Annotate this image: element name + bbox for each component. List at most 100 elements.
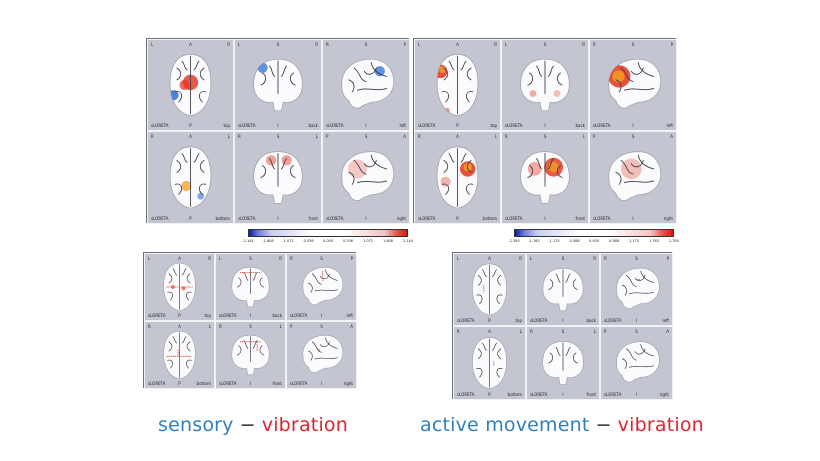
orientation-label: R: [208, 256, 211, 261]
brain-render: [472, 337, 507, 389]
software-label: sLORETA: [604, 318, 622, 323]
sulcus-line: [565, 346, 571, 357]
software-label: sLORETA: [326, 123, 344, 128]
caption-left-baseline: vibration: [261, 414, 348, 436]
sulcus-line: [496, 368, 503, 378]
sulcus-line: [289, 165, 296, 178]
sulcus-line: [236, 277, 242, 288]
colorbar-tick-label: -2.350: [508, 239, 520, 243]
sulcus-line: [186, 273, 191, 284]
activation-blob: [553, 90, 561, 98]
sulcus-line: [363, 67, 377, 75]
caption-left: sensory−vibration: [158, 414, 348, 436]
orientation-label: P: [488, 392, 491, 397]
sulcus-line: [466, 183, 474, 195]
orientation-label: S: [249, 256, 252, 261]
sulcus-line: [491, 269, 497, 278]
brain-render: [520, 58, 570, 112]
orientation-label: S: [543, 134, 547, 139]
software-label: sLORETA: [530, 392, 548, 397]
software-label: sLORETA: [457, 318, 475, 323]
activation-blob: [440, 176, 451, 187]
orientation-label: R: [219, 324, 222, 329]
software-label: sLORETA: [238, 123, 256, 128]
orientation-label: S: [249, 324, 252, 329]
sulcus-line: [268, 65, 275, 77]
sulcus-line: [497, 274, 502, 286]
sulcus-line: [314, 289, 338, 292]
orientation-label: P: [670, 42, 673, 47]
brain-render: [169, 54, 212, 116]
orientation-label: S: [320, 256, 323, 261]
orientation-label: right: [343, 381, 353, 386]
sulcus-line: [629, 365, 654, 368]
caption-left-condition: sensory: [158, 414, 234, 436]
sulcus-line: [193, 153, 200, 163]
sulcus-line: [168, 341, 173, 352]
sulcus-line: [356, 180, 388, 184]
sulcus-line: [443, 160, 449, 173]
sulcus-line: [167, 291, 173, 301]
orientation-label: P: [290, 324, 293, 329]
software-label: sLORETA: [151, 123, 169, 128]
orientation-label: A: [456, 134, 459, 139]
sulcus-line: [548, 279, 554, 290]
sulcus-line: [325, 269, 338, 281]
orientation-label: P: [593, 134, 596, 139]
orientation-label: R: [593, 256, 596, 261]
sulcus-line: [168, 273, 173, 284]
caption-right-condition: active movement: [420, 414, 590, 436]
sulcus-line: [319, 273, 330, 280]
sulcus-line: [637, 62, 655, 77]
sulcus-line: [573, 352, 578, 364]
orientation-label: L: [219, 256, 222, 261]
orientation-label: P: [178, 381, 181, 386]
sulcus-line: [477, 348, 482, 360]
brain-surface: [302, 266, 344, 305]
orientation-label: left: [346, 313, 353, 318]
sulcus-line: [167, 359, 173, 369]
colorbar-tick-label: 1.175: [628, 239, 640, 243]
sulcus-line: [630, 67, 644, 75]
software-label: sLORETA: [148, 381, 166, 386]
orientation-label: back: [308, 123, 318, 128]
sulcus-line: [176, 160, 182, 173]
sulcus-line: [259, 277, 265, 288]
orientation-label: S: [631, 134, 635, 139]
brain-render: [616, 341, 660, 383]
orientation-label: P: [456, 123, 459, 128]
brain-render: [341, 58, 395, 109]
colorbar-tick-label: 0.588: [608, 239, 620, 243]
sulcus-line: [556, 165, 563, 178]
sulcus-line: [363, 159, 377, 168]
sulcus-line: [615, 79, 622, 93]
orientation-label: R: [494, 42, 497, 47]
orientation-label: back: [272, 313, 282, 318]
sulcus-line: [348, 171, 355, 185]
sulcus-line: [370, 62, 388, 77]
orientation-label: A: [178, 256, 181, 261]
colorbar-tick-label: -1.608: [262, 239, 274, 243]
sulcus-line: [476, 368, 483, 378]
orientation-label: L: [519, 329, 522, 334]
sulcus-line: [637, 154, 655, 170]
orientation-label: R: [530, 329, 533, 334]
software-label: sLORETA: [219, 313, 237, 318]
sulcus-line: [252, 272, 258, 281]
sulcus-line: [307, 282, 313, 293]
sulcus-line: [243, 272, 249, 281]
activation-blob: [181, 180, 192, 192]
orientation-label: A: [178, 324, 181, 329]
